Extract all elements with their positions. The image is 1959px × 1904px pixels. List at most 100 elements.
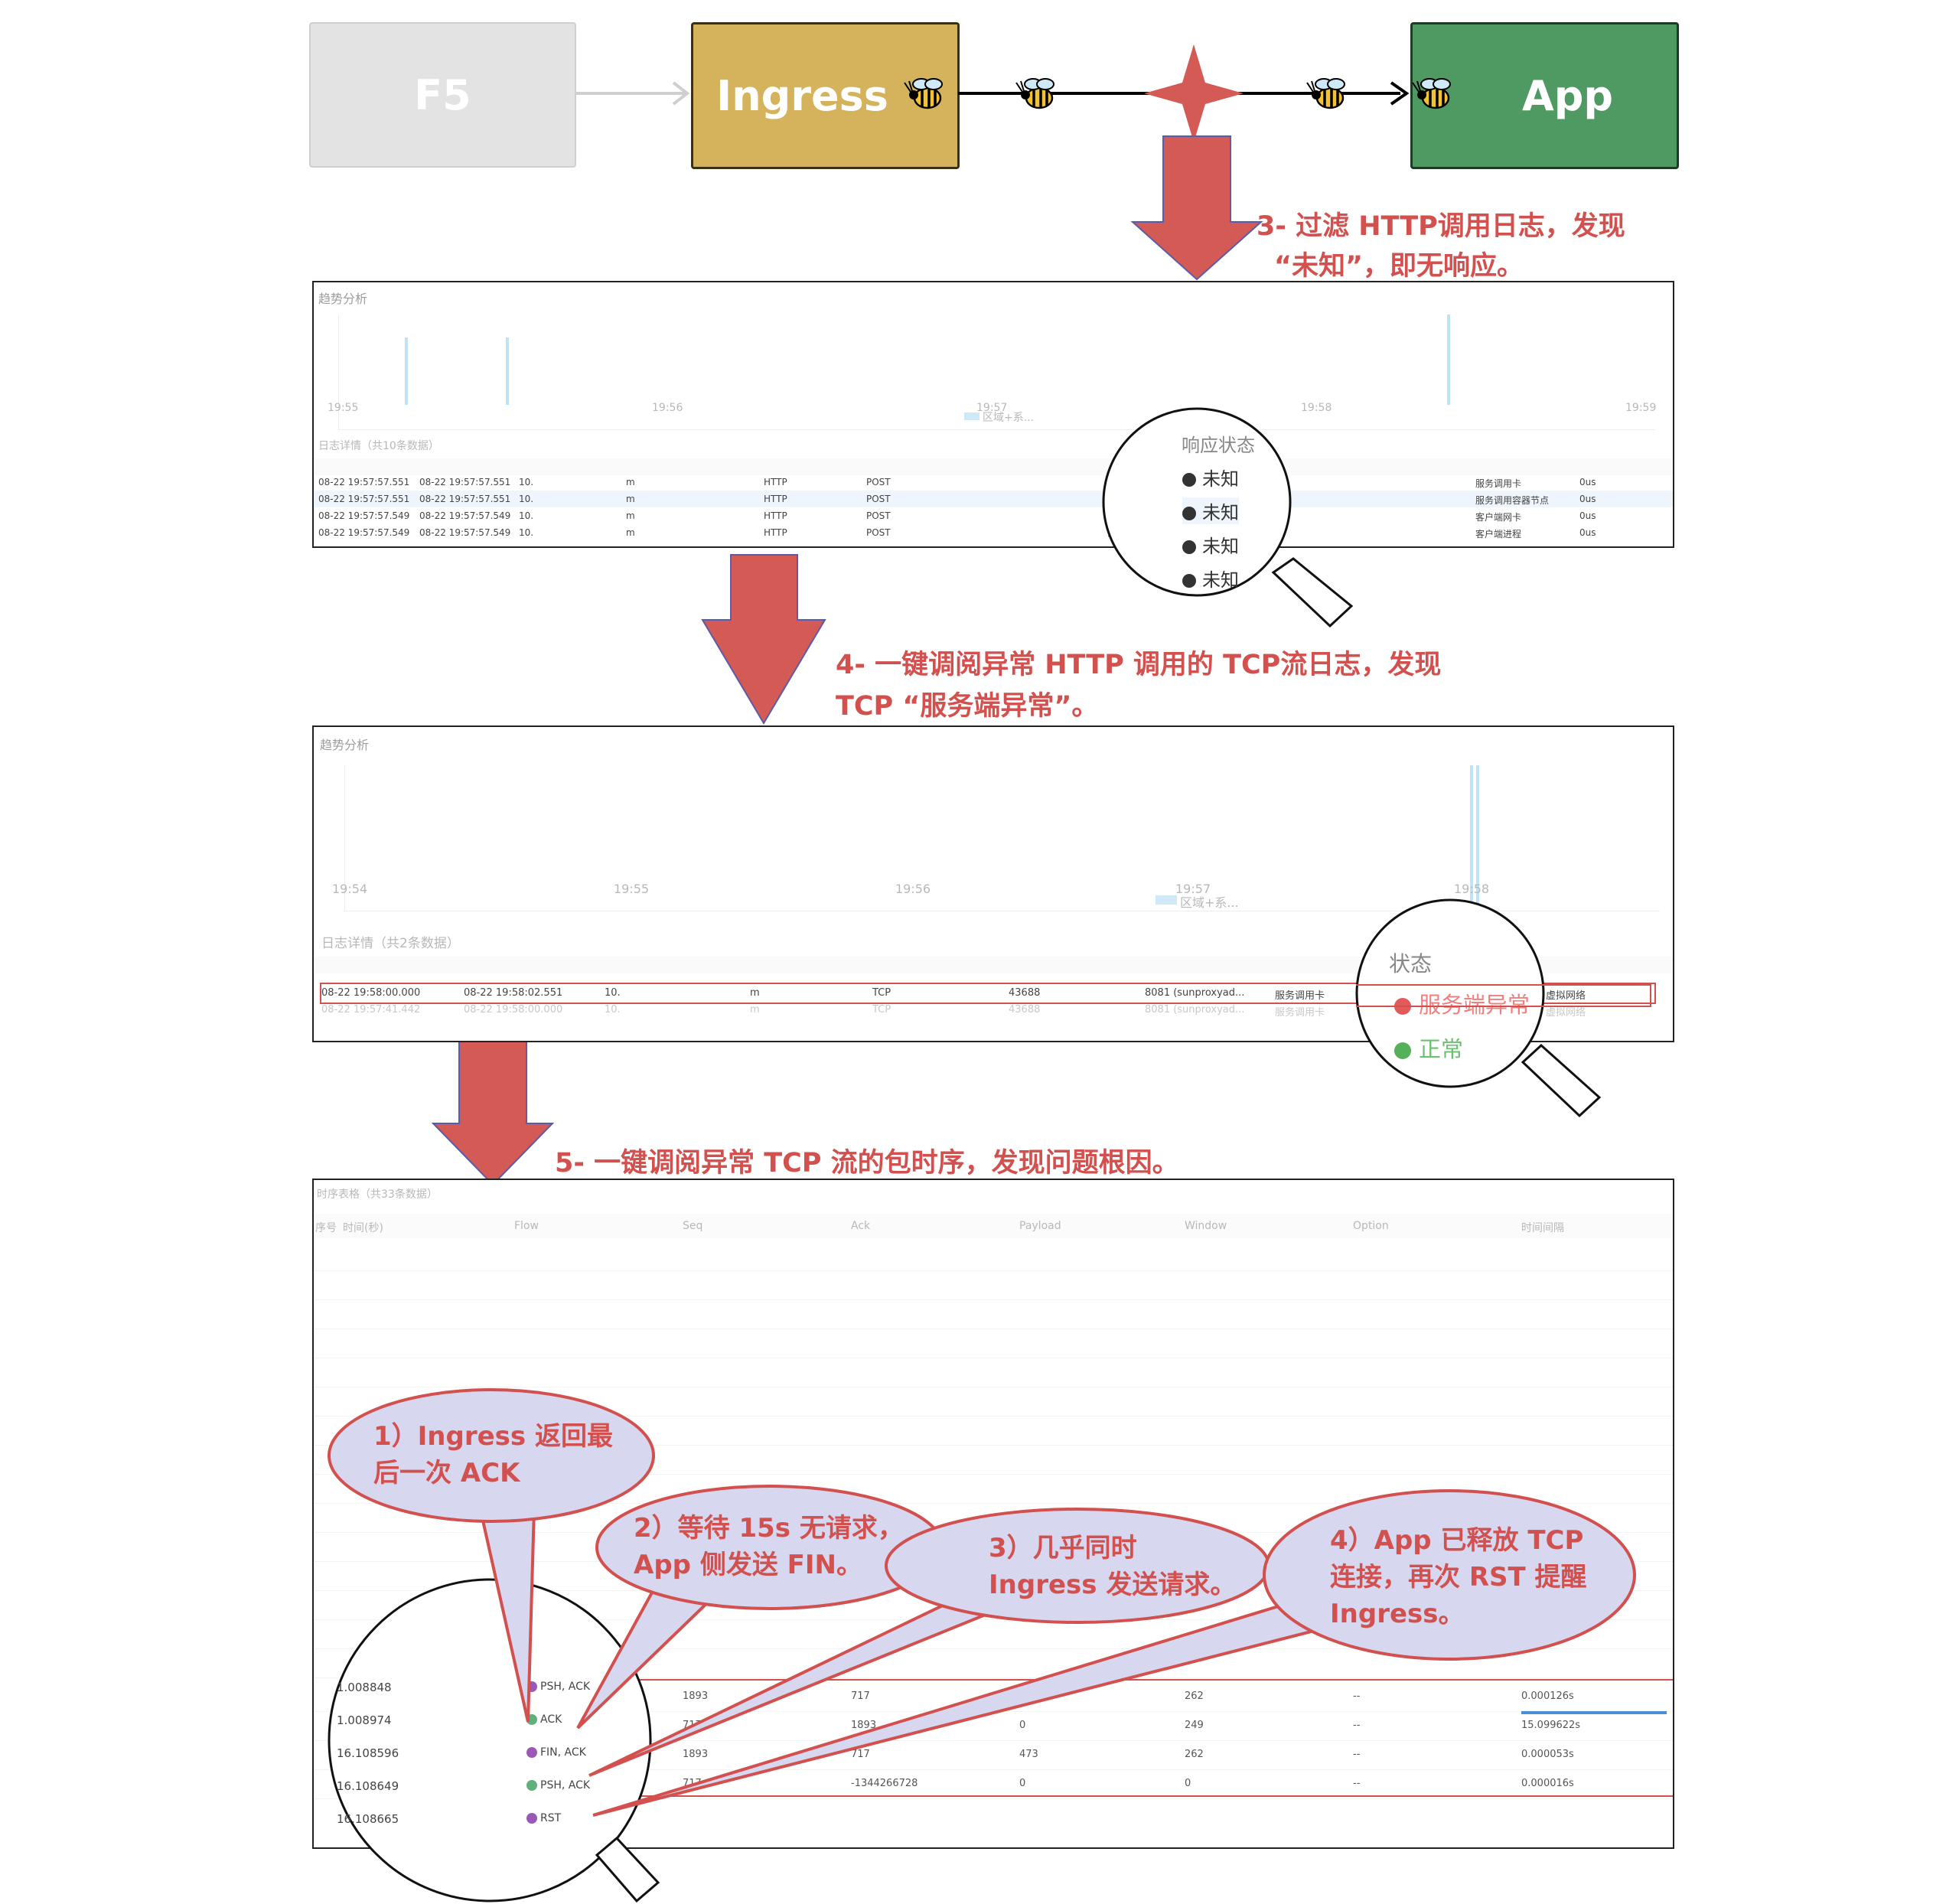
cell-proto: HTTP xyxy=(764,510,787,521)
app-node: App xyxy=(1410,22,1679,169)
table-row[interactable] xyxy=(314,1474,1673,1504)
table-row[interactable] xyxy=(314,1241,1673,1271)
cell-start: 08-22 19:58:00.000 xyxy=(321,987,421,999)
chart-spike xyxy=(1476,765,1479,911)
table-row[interactable] xyxy=(314,1270,1673,1300)
cell-end: 08-22 19:57:57.551 xyxy=(419,477,511,487)
table-row[interactable] xyxy=(314,1358,1673,1387)
chart-spike xyxy=(1470,765,1473,911)
unknown-icon xyxy=(1182,473,1196,487)
lens1-status: 未知 xyxy=(1182,531,1239,558)
panel2-chart xyxy=(344,765,1660,911)
col-option: Option xyxy=(1353,1220,1389,1232)
lens-time: 16.108665 xyxy=(337,1812,399,1826)
magnifier-handle xyxy=(595,1836,660,1903)
cell-network: 虚拟网络 xyxy=(1546,1007,1586,1019)
cell-window: 262 xyxy=(1185,1749,1204,1760)
cell-server: m xyxy=(626,527,635,538)
table-row[interactable] xyxy=(314,1648,1673,1678)
cell-server: m xyxy=(750,1004,760,1016)
lens-flags: RST xyxy=(526,1812,561,1824)
cell-client: 10. xyxy=(519,494,534,504)
col-index: 序号 xyxy=(315,1222,337,1234)
table-row[interactable] xyxy=(314,1416,1673,1446)
cell-duration: 0us xyxy=(1579,494,1596,504)
cell-seq: 1893 xyxy=(683,1749,709,1760)
cell-method: POST xyxy=(866,510,891,521)
x-tick: 19:56 xyxy=(895,882,931,896)
flags-text: RST xyxy=(540,1812,562,1824)
cell-start: 08-22 19:57:57.551 xyxy=(318,494,410,504)
cell-ack: 717 xyxy=(851,1749,870,1760)
x-tick: 19:58 xyxy=(1301,402,1332,414)
cell-interval: 0.000126s xyxy=(1521,1690,1574,1702)
table-row[interactable] xyxy=(314,1619,1673,1649)
cell-method: POST xyxy=(866,477,891,487)
callout4-text-line3: Ingress。 xyxy=(1330,1599,1465,1629)
cell-proto: HTTP xyxy=(764,477,787,487)
step3-arrow xyxy=(1130,135,1263,281)
table-row[interactable] xyxy=(314,1590,1673,1620)
chart-spike xyxy=(1447,315,1450,405)
lens-flags: FIN, ACK xyxy=(526,1746,586,1759)
cell-side: 服务调用容器节点 xyxy=(1475,495,1550,506)
x-tick: 19:59 xyxy=(1625,402,1657,414)
cell-window: 249 xyxy=(1185,1720,1204,1731)
step3-note-line1: 3- 过滤 HTTP调用日志，发现 xyxy=(1257,211,1625,242)
table-row[interactable] xyxy=(314,1299,1673,1329)
cell-client-port: 43688 xyxy=(1009,987,1041,999)
panel3-title: 时序表格（共33条数据） xyxy=(317,1188,438,1201)
cell-end: 08-22 19:57:57.551 xyxy=(419,494,511,504)
cell-server-port: 8081 (sunproxyad... xyxy=(1145,987,1245,999)
lens1-status: 未知 xyxy=(1182,565,1239,592)
col-window: Window xyxy=(1185,1220,1227,1232)
x-tick: 19:55 xyxy=(614,882,650,896)
cell-client: 10. xyxy=(519,527,534,538)
flags-text: ACK xyxy=(540,1713,562,1726)
check-icon xyxy=(1394,1042,1411,1059)
cell-server: m xyxy=(626,477,635,487)
callout3-text-line1: 3）几乎同时 xyxy=(989,1533,1137,1563)
table-row[interactable] xyxy=(314,1387,1673,1417)
magnifier-lens-3 xyxy=(328,1578,652,1902)
lens1-status: 未知 xyxy=(1182,497,1239,524)
lens1-status: 未知 xyxy=(1182,464,1239,491)
cell-client: 10. xyxy=(605,987,621,999)
chart-spike xyxy=(405,337,408,405)
cell-end: 08-22 19:57:57.549 xyxy=(419,510,511,521)
http-log-panel: 趋势分析 19:55 19:56 19:57 19:58 19:59 区域+系.… xyxy=(312,281,1674,548)
x-tick: 19:58 xyxy=(1454,882,1490,896)
col-payload: Payload xyxy=(1019,1220,1061,1232)
chart-spike xyxy=(506,337,509,405)
table-row[interactable] xyxy=(314,1329,1673,1358)
cell-proto: HTTP xyxy=(764,527,787,538)
unknown-icon xyxy=(1182,574,1196,588)
cell-start: 08-22 19:57:57.551 xyxy=(318,477,410,487)
lens2-highlight xyxy=(1356,984,1651,1007)
cell-interval: 0.000053s xyxy=(1521,1749,1574,1760)
cell-interval: 15.099622s xyxy=(1521,1720,1581,1731)
col-flow: Flow xyxy=(514,1220,539,1232)
cell-payload: 0 xyxy=(1019,1778,1026,1789)
flags-text: FIN, ACK xyxy=(540,1746,586,1759)
callout2-text-line2: App 侧发送 FIN。 xyxy=(634,1550,862,1580)
cell-client-port: 43688 xyxy=(1009,1004,1041,1016)
callout1 xyxy=(328,1388,655,1523)
callout4-tail xyxy=(592,1597,1351,1817)
cell-end: 08-22 19:58:00.000 xyxy=(464,1004,563,1016)
f5-label: F5 xyxy=(414,70,471,119)
unknown-icon xyxy=(1182,507,1196,520)
x-tick: 19:55 xyxy=(328,402,359,414)
cell-interval: 0.000016s xyxy=(1521,1778,1574,1789)
step4-note-line2: TCP “服务端异常”。 xyxy=(836,691,1099,722)
callout2-text-line1: 2）等待 15s 无请求， xyxy=(634,1513,904,1544)
magnifier-handle xyxy=(1271,557,1354,628)
log-title: 日志详情（共10条数据） xyxy=(318,440,439,452)
table-row[interactable] xyxy=(314,1445,1673,1475)
